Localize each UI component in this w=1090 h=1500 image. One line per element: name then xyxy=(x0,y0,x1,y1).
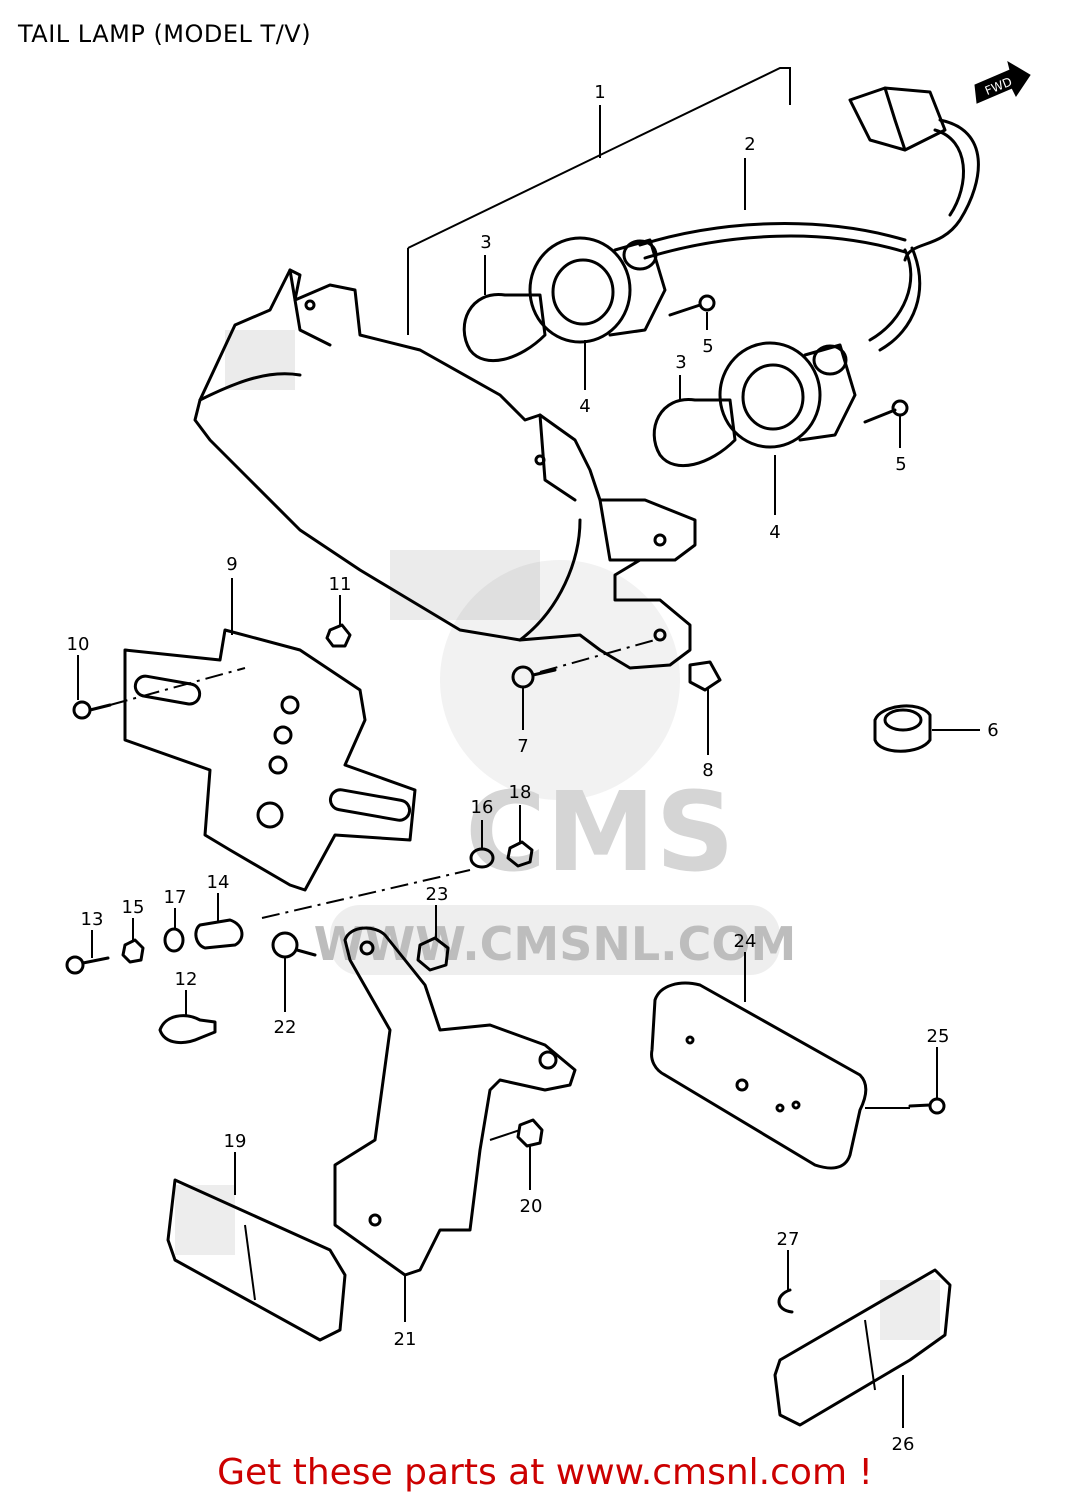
bulb xyxy=(462,293,547,363)
callout-4: 4 xyxy=(579,396,590,417)
exploded-parts-diagram: CMS WWW.CMSNL.COM FWD xyxy=(65,60,1031,1450)
callout-14: 14 xyxy=(207,872,230,893)
cushion xyxy=(158,1014,217,1044)
callout-3: 3 xyxy=(675,352,686,373)
callout-7: 7 xyxy=(517,736,528,757)
callout-27: 27 xyxy=(777,1229,800,1250)
callout-2: 2 xyxy=(744,134,755,155)
screw xyxy=(271,931,317,959)
reflector xyxy=(773,1268,952,1427)
bulb xyxy=(652,398,737,468)
washer xyxy=(163,927,185,953)
screw xyxy=(72,700,112,720)
screw xyxy=(65,955,110,975)
callout-25: 25 xyxy=(927,1026,950,1047)
fwd-label: FWD xyxy=(983,75,1014,98)
license-bracket xyxy=(123,628,417,892)
callout-24: 24 xyxy=(734,931,757,952)
callout-5: 5 xyxy=(895,454,906,475)
bulb-socket xyxy=(528,236,667,344)
watermark: CMS WWW.CMSNL.COM xyxy=(314,560,797,975)
callout-1: 1 xyxy=(594,82,605,103)
washer xyxy=(469,847,495,869)
wiring-harness xyxy=(638,86,980,352)
callout-18: 18 xyxy=(509,782,532,803)
tail-lamp-housing xyxy=(193,268,697,670)
callout-3: 3 xyxy=(480,232,491,253)
screw xyxy=(863,399,909,424)
reflector xyxy=(166,1178,347,1342)
callout-13: 13 xyxy=(81,909,104,930)
callout-16: 16 xyxy=(471,797,494,818)
clip xyxy=(777,1288,794,1314)
nut xyxy=(506,840,534,868)
callout-9: 9 xyxy=(226,554,237,575)
callout-19: 19 xyxy=(224,1131,247,1152)
bulb-socket xyxy=(718,341,857,449)
fwd-arrow-icon: FWD xyxy=(974,60,1031,104)
callout-26: 26 xyxy=(892,1434,915,1450)
callout-17: 17 xyxy=(164,887,187,908)
footer-link-text: Get these parts at www.cmsnl.com ! xyxy=(217,1452,873,1493)
callout-22: 22 xyxy=(274,1017,297,1038)
grommet xyxy=(873,704,932,753)
callout-10: 10 xyxy=(67,634,90,655)
collar xyxy=(194,918,244,950)
callout-5: 5 xyxy=(702,336,713,357)
callout-4: 4 xyxy=(769,522,780,543)
callout-21: 21 xyxy=(394,1329,417,1350)
reflector-bracket xyxy=(333,926,577,1277)
nut xyxy=(516,1118,544,1148)
watermark-url: WWW.CMSNL.COM xyxy=(314,917,797,971)
clip xyxy=(688,660,722,692)
watermark-brand: CMS xyxy=(465,768,734,896)
screw xyxy=(668,294,716,317)
callout-15: 15 xyxy=(122,897,145,918)
callout-12: 12 xyxy=(175,969,198,990)
callout-6: 6 xyxy=(987,720,998,741)
callout-11: 11 xyxy=(329,574,352,595)
nut xyxy=(325,623,352,648)
nut xyxy=(121,938,145,964)
callout-23: 23 xyxy=(426,884,449,905)
license-lamp xyxy=(650,981,868,1170)
screw xyxy=(908,1097,946,1115)
callout-20: 20 xyxy=(520,1196,543,1217)
callout-8: 8 xyxy=(702,760,713,781)
diagram-title: TAIL LAMP (MODEL T/V) xyxy=(18,20,312,48)
